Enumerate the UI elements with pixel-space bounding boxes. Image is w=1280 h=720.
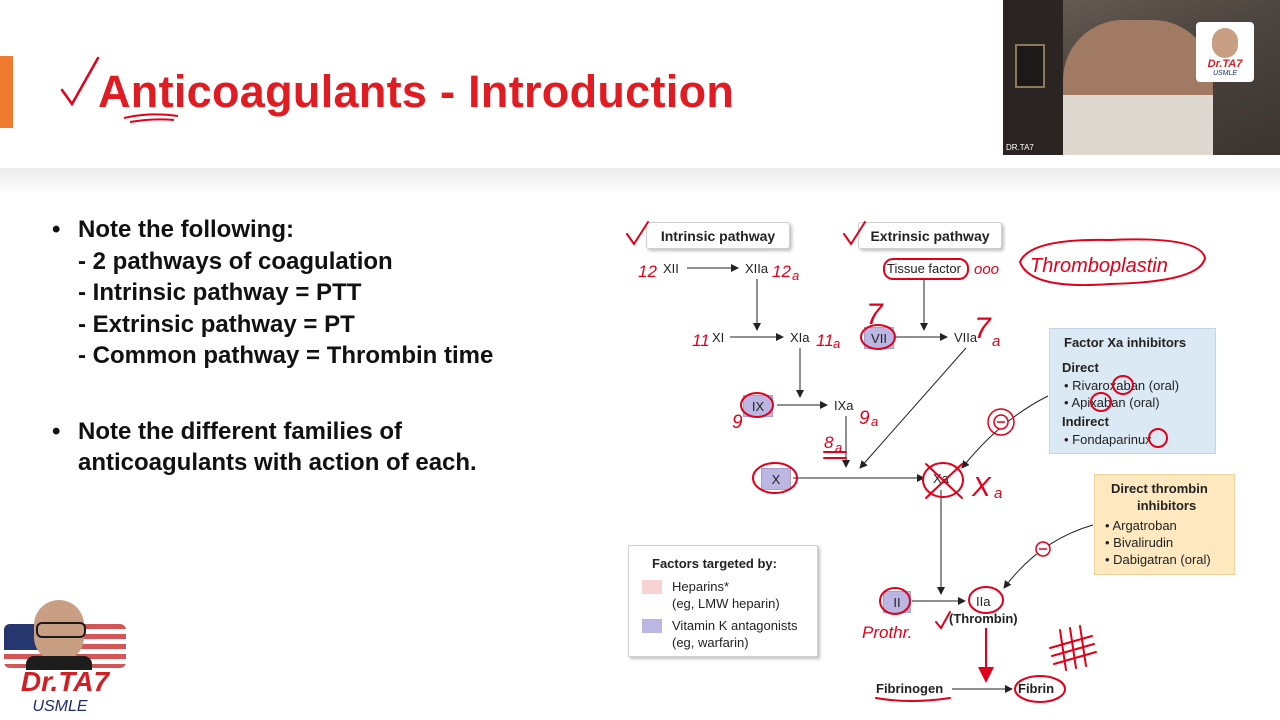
- bottom-logo-name: Dr.TA7: [20, 666, 110, 697]
- svg-text:9: 9: [732, 412, 743, 433]
- fibrinogen-label: Fibrinogen: [876, 681, 944, 696]
- xa-panel-title: Factor Xa inhibitors: [1064, 335, 1187, 350]
- bullet-line: Note the different families of: [78, 417, 403, 445]
- legend-title: Factors targeted by:: [652, 556, 777, 571]
- svg-text:ooo: ooo: [974, 261, 999, 278]
- header-divider: [0, 168, 1280, 195]
- logo-sub: USMLE: [1212, 70, 1238, 77]
- svg-text:12: 12: [772, 262, 791, 281]
- list-item: • Apixaban (oral): [1064, 395, 1160, 410]
- svg-text:11: 11: [816, 331, 834, 350]
- logo-collar: [26, 656, 92, 670]
- bullet-marker: •: [52, 417, 61, 445]
- svg-text:7: 7: [974, 312, 992, 345]
- svg-text:Prothr.: Prothr.: [862, 623, 912, 642]
- intrinsic-pathway-label: Intrinsic pathway: [646, 222, 790, 249]
- bullet-item: • Note the following: - 2 pathways of co…: [52, 214, 612, 372]
- factor-xi: XI: [712, 330, 725, 345]
- legend-item: Vitamin K antagonists: [672, 618, 798, 633]
- svg-text:X: X: [971, 471, 992, 502]
- list-item: • Rivaroxaban (oral): [1064, 378, 1180, 393]
- webcam-shirt: [1063, 95, 1213, 155]
- factor-ixa: IXa: [834, 398, 854, 413]
- list-item: • Argatroban: [1105, 518, 1177, 533]
- legend-box: Factors targeted by: Heparins* (eg, LMW …: [628, 545, 818, 657]
- bullet-line: - 2 pathways of coagulation: [78, 247, 393, 275]
- bullet-line: - Common pathway = Thrombin time: [78, 342, 494, 369]
- svg-text:a: a: [835, 440, 842, 455]
- webcam-frame: [1015, 44, 1045, 88]
- list-item: • Dabigatran (oral): [1105, 552, 1211, 567]
- factor-x: X: [761, 468, 791, 490]
- legend-item: Heparins*: [672, 579, 730, 594]
- ink-12: 12: [638, 262, 657, 281]
- logo-face-icon: [34, 600, 84, 662]
- bottom-logo: Dr.TA7 USMLE: [0, 598, 130, 720]
- svg-text:a: a: [992, 333, 1000, 350]
- legend-item: (eg, warfarin): [672, 635, 749, 650]
- fibrin-label: Fibrin: [1018, 681, 1055, 696]
- svg-text:9: 9: [859, 408, 870, 429]
- svg-text:7: 7: [866, 298, 884, 331]
- bullet-marker: •: [52, 216, 61, 243]
- logo-name: Dr.TA7: [1207, 58, 1243, 70]
- factor-viia: VIIa: [954, 330, 978, 345]
- bottom-logo-sub: USMLE: [32, 698, 88, 715]
- thrombin-inhibitors-panel: Direct thrombin inhibitors • Argatroban …: [1094, 474, 1235, 575]
- svg-text:8: 8: [824, 433, 834, 452]
- indirect-label: Indirect: [1062, 414, 1109, 429]
- svg-text:11: 11: [692, 331, 710, 350]
- thrombin-panel-title-2: inhibitors: [1137, 498, 1197, 513]
- extrinsic-pathway-label: Extrinsic pathway: [858, 222, 1002, 249]
- svg-text:a: a: [994, 485, 1002, 502]
- list-item: • Fondaparinux: [1064, 432, 1152, 447]
- bullet-line: - Extrinsic pathway = PT: [78, 310, 355, 338]
- list-item: • Bivalirudin: [1105, 535, 1174, 550]
- legend-swatch-heparin: [642, 580, 662, 594]
- direct-label: Direct: [1062, 360, 1099, 375]
- svg-text:a: a: [871, 414, 878, 429]
- svg-text:a: a: [833, 336, 840, 351]
- title-check-annotation: [60, 56, 179, 123]
- accent-bar: [0, 56, 13, 128]
- bullet-line: - Intrinsic pathway = PTT: [78, 279, 362, 306]
- webcam-caption: DR.TA7: [1006, 143, 1034, 152]
- bullet-line: anticoagulants with action of each.: [78, 449, 477, 476]
- factor-xia: XIa: [790, 330, 810, 345]
- logo-face-icon: [1212, 28, 1238, 58]
- svg-text:a: a: [792, 268, 799, 283]
- bullet-list: • Note the following: - 2 pathways of co…: [52, 214, 612, 479]
- legend-item: (eg, LMW heparin): [672, 596, 780, 611]
- xa-inhibitors-panel: Factor Xa inhibitors Direct • Rivaroxaba…: [1049, 328, 1216, 454]
- glasses-icon: [36, 622, 86, 638]
- thrombin-panel-title: Direct thrombin: [1111, 481, 1208, 496]
- tissue-factor: Tissue factor: [887, 261, 961, 276]
- page-title: Anticoagulants - Introduction: [98, 66, 735, 117]
- legend-swatch-vitk: [642, 619, 662, 633]
- factor-iia: IIa: [976, 594, 991, 609]
- logo-badge: Dr.TA7 USMLE: [1196, 22, 1254, 82]
- factor-xii: XII: [663, 261, 679, 276]
- thromboplastin-annotation: Thromboplastin: [1030, 255, 1168, 277]
- factor-xiia: XIIa: [745, 261, 769, 276]
- thrombin-label: (Thrombin): [949, 611, 1018, 626]
- bullet-line: Note the following:: [78, 216, 294, 243]
- bullet-item: • Note the different families of anticoa…: [52, 416, 612, 479]
